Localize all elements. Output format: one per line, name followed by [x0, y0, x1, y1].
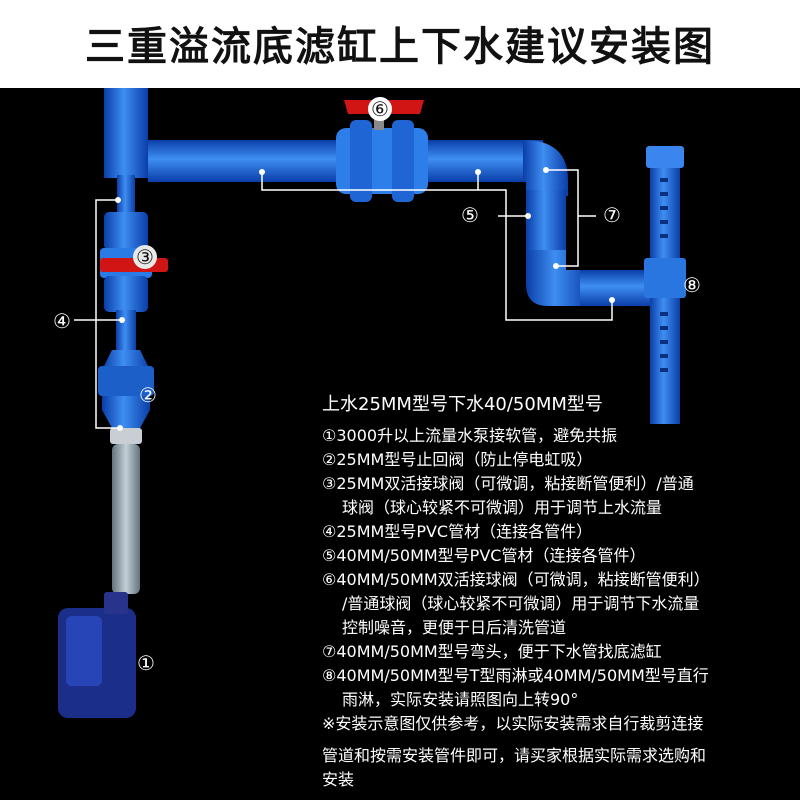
marker-4: ④: [53, 309, 71, 333]
t-fitting: [644, 258, 686, 298]
top-left-pipe: [104, 88, 148, 178]
note-3-cont: 球阀（球心较紧不可微调）用于调节上水流量: [342, 498, 663, 517]
vertical-drop-pipe: [526, 190, 566, 260]
note-1: ①3000升以上流量水泵接软管，避免共振: [322, 426, 618, 445]
callout-lines: [74, 169, 613, 429]
note-8: ⑧40MM/50MM型号T型雨淋或40MM/50MM型号直行: [322, 666, 709, 685]
disclaimer-line-3: 安装: [322, 770, 355, 789]
ball-valve-body-top: [336, 128, 428, 194]
marker-2: ②: [139, 383, 157, 407]
disclaimer-line-2: 管道和按需安装管件即可，请买家根据实际需求选购和: [322, 746, 707, 765]
note-7: ⑦40MM/50MM型号弯头，便于下水管找底滤缸: [322, 642, 662, 661]
left-pipe-middle: [116, 310, 136, 350]
disclaimer-line-1: ※安装示意图仅供参考，以实际安装需求自行裁剪连接: [322, 714, 704, 733]
marker-8: ⑧: [683, 273, 701, 297]
shower-cap: [646, 146, 684, 168]
note-3: ③25MM双活接球阀（可微调，粘接断管便利）/普通: [322, 474, 694, 493]
pump-outlet: [104, 592, 128, 614]
shower-holes: [660, 178, 668, 372]
svg-text:⑥: ⑥: [371, 97, 389, 121]
note-8-cont: 雨淋，实际安装请照图向上转90°: [342, 690, 579, 709]
marker-7: ⑦: [603, 203, 621, 227]
elbow-bottom: [526, 250, 590, 306]
marker-6: ⑥: [368, 97, 392, 121]
title-band: 三重溢流底滤缸上下水建议安装图: [0, 0, 800, 88]
hose-clamp: [110, 428, 142, 444]
check-valve-union: [98, 366, 154, 396]
marker-1: ①: [137, 651, 155, 675]
union-upper: [104, 212, 148, 250]
marker-5: ⑤: [461, 203, 479, 227]
disclaimer-continued: 管道和按需安装管件即可，请买家根据实际需求选购和 安装: [322, 744, 800, 792]
note-4: ④25MM型号PVC管材（连接各管件）: [322, 522, 593, 541]
note-6: ⑥40MM/50MM双活接球阀（可微调，粘接断管便利）: [322, 570, 710, 589]
soft-hose: [112, 444, 140, 594]
svg-text:③: ③: [136, 245, 154, 269]
notes-heading: 上水25MM型号下水40/50MM型号: [322, 394, 603, 415]
note-6-cont: /普通球阀（球心较紧不可微调）用于调节下水流量: [342, 594, 700, 613]
notes-panel: 上水25MM型号下水40/50MM型号 ①3000升以上流量水泵接软管，避免共振…: [322, 392, 800, 736]
union-lower: [104, 276, 148, 312]
callout-dots: [115, 167, 615, 431]
note-6-cont-2: 控制噪音，更便于日后清洗管道: [342, 618, 567, 637]
note-5: ⑤40MM/50MM型号PVC管材（连接各管件）: [322, 546, 646, 565]
note-2: ②25MM型号止回阀（防止停电虹吸）: [322, 450, 593, 469]
page-title: 三重溢流底滤缸上下水建议安装图: [85, 24, 715, 70]
left-pipe-segment: [117, 175, 135, 215]
marker-3: ③: [133, 245, 157, 269]
